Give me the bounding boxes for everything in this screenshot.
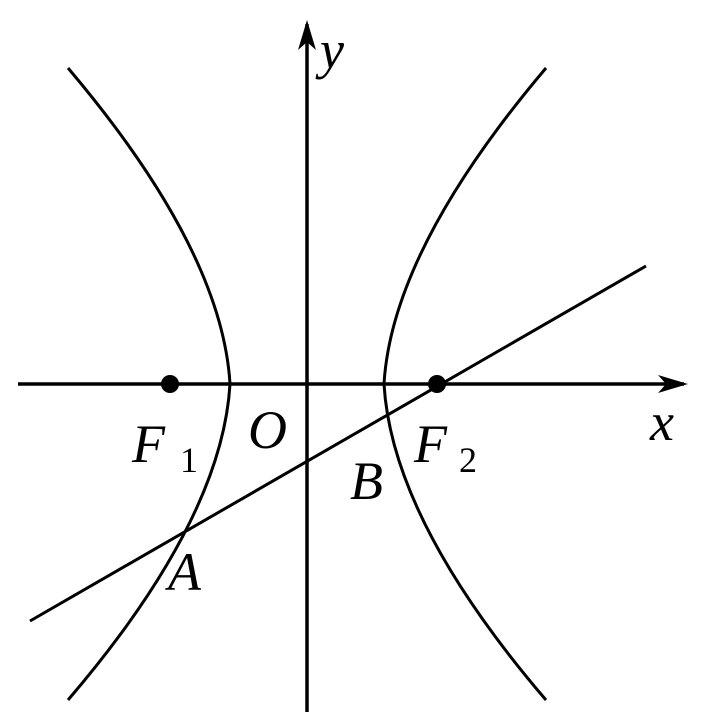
origin-label: O — [248, 400, 287, 460]
y-axis-label: y — [315, 20, 344, 80]
point-b-label: B — [350, 451, 383, 511]
focus-right-point — [428, 375, 446, 393]
focus-right-label: F — [413, 414, 448, 474]
point-a-label: A — [165, 542, 202, 602]
hyperbola-right-branch — [382, 67, 548, 701]
secant-line — [29, 264, 647, 623]
focus-right-subscript: 2 — [459, 440, 477, 480]
hyperbola-left-branch — [66, 67, 232, 701]
focus-left-subscript: 1 — [180, 440, 198, 480]
x-axis-label: x — [649, 392, 674, 452]
focus-left-point — [161, 375, 179, 393]
focus-left-label: F — [131, 414, 166, 474]
